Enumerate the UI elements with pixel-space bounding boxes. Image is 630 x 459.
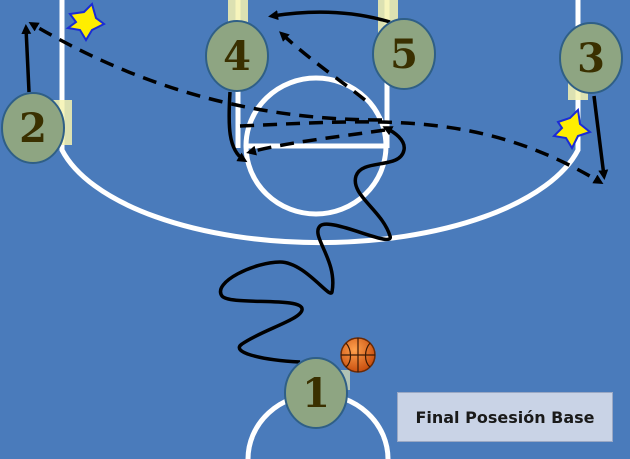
caption-box: Final Posesión Base: [397, 392, 613, 442]
pass-lines: [28, 21, 604, 185]
pass-to-player-4-area: [246, 128, 386, 156]
player-3-label: 3: [577, 35, 605, 82]
move-player-5: [268, 10, 391, 24]
move-player-2: [21, 24, 32, 93]
screen-star-icon: [551, 107, 593, 151]
player-4-label: 4: [223, 33, 251, 80]
player-5: 5: [372, 18, 436, 90]
player-4: 4: [205, 20, 269, 92]
move-player-4: [227, 91, 248, 163]
screen-star-icon: [65, 2, 106, 42]
player-1: 1: [284, 357, 348, 429]
cut-player-5: [279, 31, 367, 102]
free-throw-circle: [243, 75, 389, 217]
player-3: 3: [559, 22, 623, 94]
pass-to-player-2: [28, 21, 383, 122]
caption-title: Final Posesión Base: [415, 407, 595, 427]
pass-to-player-3: [239, 120, 604, 185]
movement-lines: [21, 10, 609, 364]
move-player-3: [592, 95, 609, 180]
basketball-icon: [340, 337, 376, 373]
player-2-label: 2: [19, 105, 47, 152]
player-2: 2: [1, 92, 65, 164]
dribble-player-1: [218, 126, 406, 364]
player-5-label: 5: [390, 31, 418, 78]
player-1-label: 1: [302, 370, 330, 417]
